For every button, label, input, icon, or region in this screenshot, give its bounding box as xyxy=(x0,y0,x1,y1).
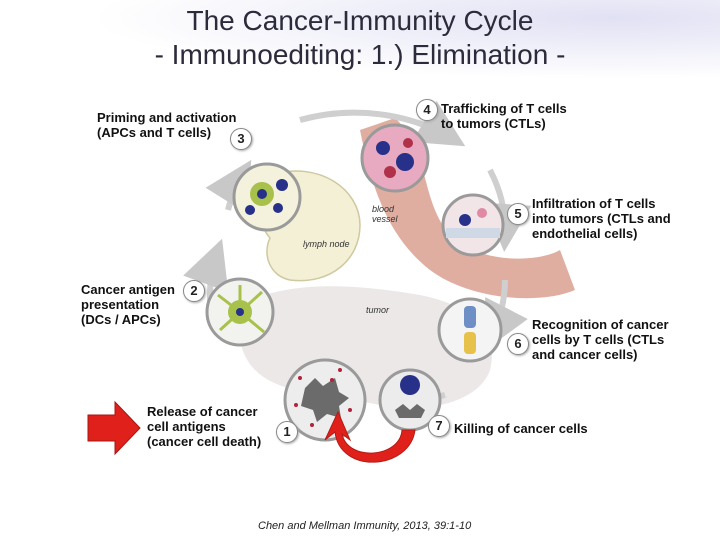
circle-antigen-release xyxy=(283,358,367,442)
circle-infiltration xyxy=(441,193,505,257)
red-curved-arrow xyxy=(324,410,416,463)
circle-antigen-presentation xyxy=(205,277,275,347)
step-1-label: Release of cancer cell antigens (cancer … xyxy=(147,404,262,449)
title-line-2: - Immunoediting: 1.) Elimination - xyxy=(154,39,566,70)
step-6-badge: 6 xyxy=(507,333,529,355)
red-block-arrow xyxy=(87,400,141,456)
step-3-label: Priming and activation (APCs and T cells… xyxy=(97,110,237,140)
title-line-1: The Cancer-Immunity Cycle xyxy=(186,5,534,36)
step-3-badge: 3 xyxy=(230,128,252,150)
step-6-label: Recognition of cancer cells by T cells (… xyxy=(532,317,669,362)
blood-vessel-label-line2: vessel xyxy=(372,214,399,224)
header-background xyxy=(0,0,720,90)
citation: Chen and Mellman Immunity, 2013, 39:1-10 xyxy=(258,520,472,532)
step-1-badge: 1 xyxy=(276,421,298,443)
step-7-label: Killing of cancer cells xyxy=(454,421,588,436)
step-7-badge: 7 xyxy=(428,415,450,437)
step-2-badge: 2 xyxy=(183,280,205,302)
circle-recognition xyxy=(437,297,503,363)
circle-trafficking xyxy=(360,123,430,193)
blood-vessel-label-line1: blood xyxy=(372,204,395,214)
step-2-label: Cancer antigen presentation (DCs / APCs) xyxy=(81,282,175,327)
circle-killing xyxy=(378,368,442,432)
circle-priming xyxy=(232,162,302,232)
step-4-badge: 4 xyxy=(416,99,438,121)
step-5-badge: 5 xyxy=(507,203,529,225)
step-4-label: Trafficking of T cells to tumors (CTLs) xyxy=(441,101,567,131)
page-title: The Cancer-Immunity Cycle - Immunoeditin… xyxy=(0,4,720,72)
tumor-label: tumor xyxy=(366,305,390,315)
lymph-node-label: lymph node xyxy=(303,239,350,249)
step-5-label: Infiltration of T cells into tumors (CTL… xyxy=(532,196,671,241)
